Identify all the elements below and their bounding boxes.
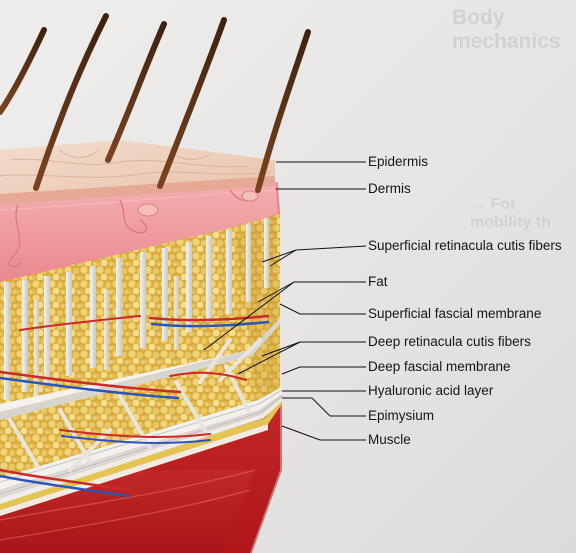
label-superficial-retinacula: Superficial retinacula cutis fibers <box>368 238 562 253</box>
label-deep-fascial-membrane: Deep fascial membrane <box>368 359 511 374</box>
label-epimysium: Epimysium <box>368 408 435 423</box>
deep-fat-layer <box>0 318 280 478</box>
dermis-layer <box>0 182 280 282</box>
background-heading: Body mechanics <box>452 6 561 53</box>
label-deep-retinacula: Deep retinacula cutis fibers <box>368 334 531 349</box>
label-dermis: Dermis <box>368 181 411 196</box>
label-fat: Fat <box>368 274 388 289</box>
label-hyaluronic-acid: Hyaluronic acid layer <box>368 383 494 398</box>
blood-vessels <box>0 314 270 498</box>
epidermis-layer <box>0 140 275 204</box>
label-superficial-fascial-membrane: Superficial fascial membrane <box>368 306 542 321</box>
deep-retinacula-fibers <box>8 338 262 472</box>
leader-lines <box>203 161 367 441</box>
label-epidermis: Epidermis <box>368 154 429 169</box>
label-muscle: Muscle <box>368 432 411 447</box>
hair-shafts <box>0 13 311 193</box>
background-subheading: → For mobility th <box>470 196 551 231</box>
